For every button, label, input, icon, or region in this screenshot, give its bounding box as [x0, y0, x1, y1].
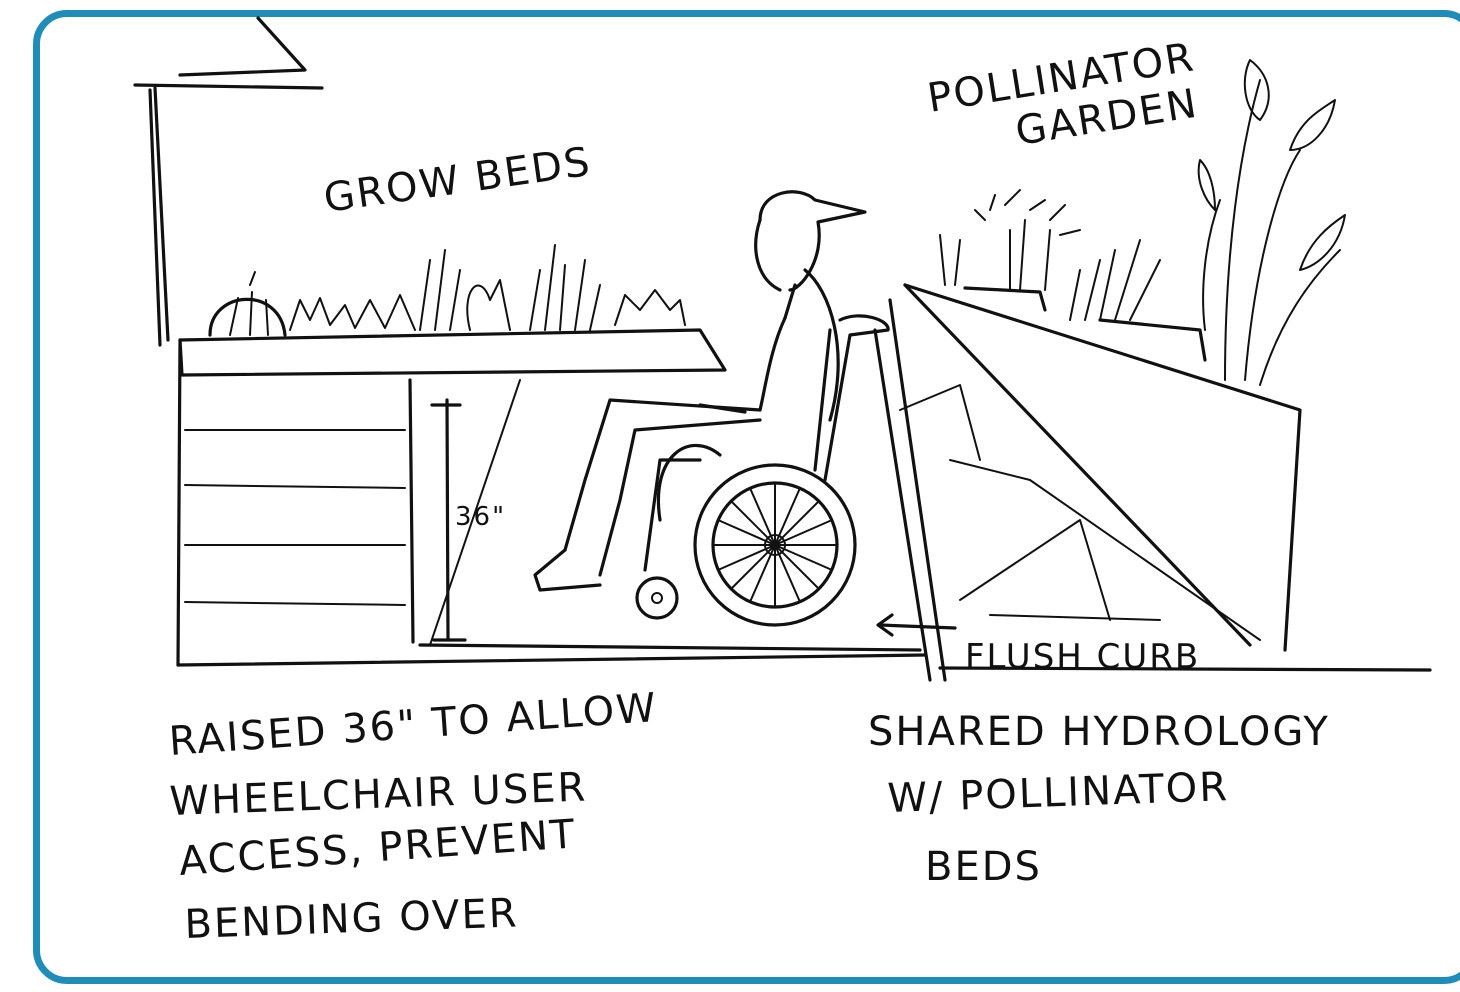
- left-note-line1: RAISED 36" TO ALLOW: [167, 685, 659, 765]
- right-note-line3: BEDS: [925, 844, 1042, 890]
- grow-bed-plants: [210, 245, 685, 335]
- flush-curb-label: FLUSH CURB: [965, 637, 1200, 677]
- canopy-structure: [135, 18, 322, 345]
- left-note-line4: BENDING OVER: [184, 890, 519, 948]
- right-note-line2: W/ POLLINATOR: [887, 764, 1230, 822]
- wheelchair-user: [535, 192, 865, 590]
- height-mark-label: 36": [455, 502, 506, 532]
- wheelchair: [637, 316, 888, 625]
- grow-beds-label: GROW BEDS: [321, 139, 594, 222]
- right-note-line1: SHARED HYDROLOGY: [868, 709, 1330, 755]
- pollinator-bed: [875, 285, 1430, 680]
- flush-curb-arrow: [878, 615, 955, 635]
